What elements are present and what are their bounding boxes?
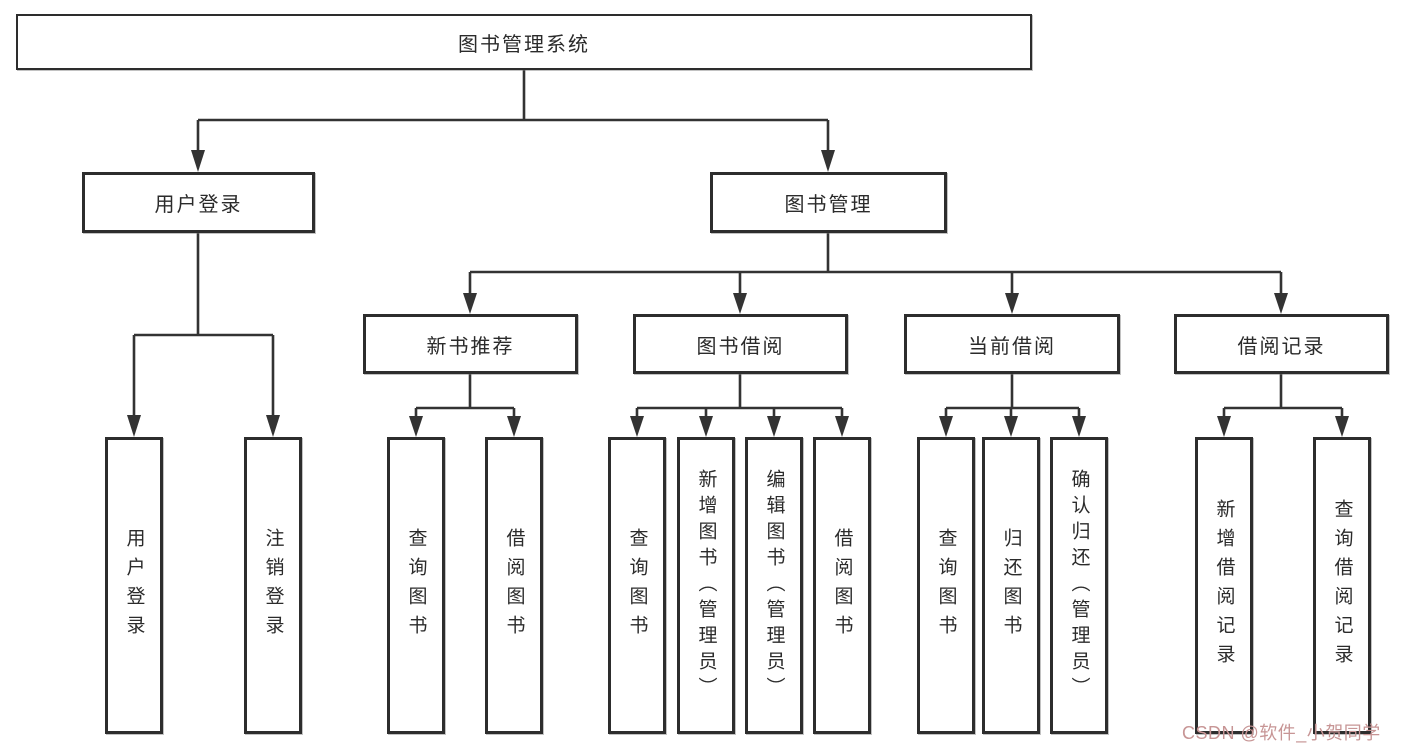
node-book-borrowing: 图书借阅 [633,314,848,374]
leaf-label: 查询图书 [626,527,648,644]
leaf-label: 确认归还（管理员） [1068,468,1090,703]
leaf-label: 查询图书 [935,527,957,644]
leaf-label: 新增借阅记录 [1213,498,1235,673]
connector-user-login-to-leaves [127,233,280,437]
leaf-edit-book-admin: 编辑图书（管理员） [745,437,803,734]
node-current-borrowing: 当前借阅 [904,314,1120,374]
leaf-user-login: 用户登录 [105,437,163,734]
node-label: 图书管理 [784,194,873,216]
connector-borrowing-records-to-leaves [1217,374,1349,437]
node-label: 用户登录 [154,194,243,216]
node-label: 当前借阅 [968,335,1056,358]
leaf-return-book: 归还图书 [982,437,1040,734]
leaf-label: 新增图书（管理员） [695,468,717,703]
leaf-confirm-return-admin: 确认归还（管理员） [1050,437,1108,734]
node-new-book-recommendation: 新书推荐 [363,314,578,374]
node-borrowing-records: 借阅记录 [1174,314,1389,374]
leaf-add-borrow-record: 新增借阅记录 [1195,437,1253,734]
node-label: 图书借阅 [696,335,785,358]
leaf-label: 查询借阅记录 [1331,498,1353,673]
node-library-management-system: 图书管理系统 [16,14,1032,70]
leaf-label: 借阅图书 [831,527,853,644]
connector-new-book-recommendation-to-leaves [409,374,521,437]
node-book-management: 图书管理 [710,172,947,233]
connector-root-to-level2 [191,70,835,172]
leaf-borrow-books-borrowing: 借阅图书 [813,437,871,734]
leaf-logout: 注销登录 [244,437,302,734]
leaf-label: 查询图书 [405,527,427,644]
connector-current-borrowing-to-leaves [939,374,1086,437]
leaf-borrow-books-recommend: 借阅图书 [485,437,543,734]
leaf-query-books-borrowing: 查询图书 [608,437,666,734]
node-label: 新书推荐 [426,335,515,358]
leaf-label: 归还图书 [1000,527,1022,644]
leaf-label: 用户登录 [123,527,145,644]
connector-book-management-to-level3 [463,233,1288,314]
node-label: 借阅记录 [1237,335,1326,358]
leaf-query-books-recommend: 查询图书 [387,437,445,734]
node-user-login: 用户登录 [82,172,315,233]
leaf-label: 借阅图书 [503,527,525,644]
csdn-watermark: CSDN @软件_小贺同学 [1182,723,1381,743]
leaf-add-book-admin: 新增图书（管理员） [677,437,735,734]
leaf-query-borrow-record: 查询借阅记录 [1313,437,1371,734]
leaf-label: 编辑图书（管理员） [763,468,785,703]
connector-book-borrowing-to-leaves [630,374,849,437]
leaf-label: 注销登录 [262,527,284,644]
node-label: 图书管理系统 [458,33,590,56]
leaf-query-books-current: 查询图书 [917,437,975,734]
